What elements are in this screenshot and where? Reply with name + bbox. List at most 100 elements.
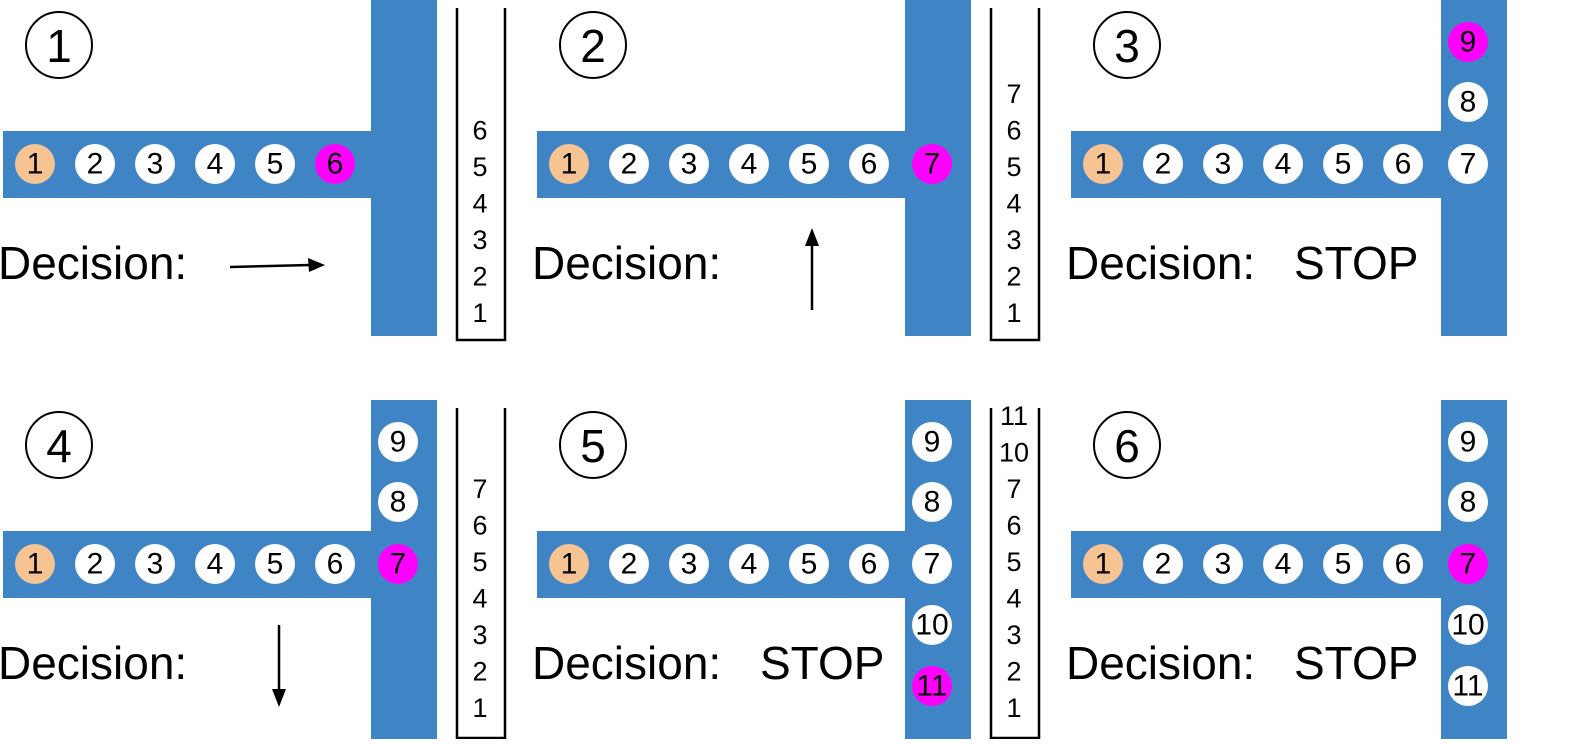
maze-node-label: 3 [1215,148,1232,181]
step-number-badge [559,411,627,479]
up-arrow-icon [805,228,819,246]
maze-node-6 [315,544,355,584]
step-number: 4 [46,420,72,472]
maze-node-label: 2 [87,148,104,181]
maze-node-5 [789,144,829,184]
maze-node-label: 9 [1460,26,1477,59]
stack-container [455,8,507,342]
maze-node-5 [255,144,295,184]
stack-container [455,408,507,740]
maze-node-label: 8 [924,486,941,519]
maze-node-2 [609,544,649,584]
stack-item: 3 [1006,225,1021,255]
maze-node-label: 9 [1460,426,1477,459]
decision-label: Decision: [1066,237,1255,289]
maze-node-4 [729,144,769,184]
right-arrow-shaft [229,263,311,269]
stack-item: 3 [472,225,487,255]
maze-node-label: 8 [1460,86,1477,119]
maze-node-1 [549,144,589,184]
maze-node-label: 6 [861,548,878,581]
stack-item: 7 [1006,474,1021,504]
decision-label: Decision: [532,637,721,689]
maze-node-8 [1448,482,1488,522]
maze-node-label: 5 [267,548,284,581]
stack-item: 10 [999,438,1029,468]
maze-node-1 [15,544,55,584]
stack-item: 7 [472,474,487,504]
maze-node-label: 4 [207,148,224,181]
stack-item: 3 [472,620,487,650]
maze-node-3 [1203,544,1243,584]
maze-node-10 [1448,605,1488,645]
step-number-badge [25,411,93,479]
maze-node-4 [729,544,769,584]
stack-item: 4 [472,189,487,219]
maze-node-5 [255,544,295,584]
maze-node-label: 2 [87,548,104,581]
maze-node-7 [1448,144,1488,184]
stack-item: 5 [472,547,487,577]
maze-node-label: 7 [1460,548,1477,581]
stack-item: 1 [472,693,487,723]
vertical-corridor [371,0,437,336]
maze-node-5 [789,544,829,584]
maze-node-5 [1323,544,1363,584]
decision-label: Decision: [0,637,187,689]
maze-node-3 [135,144,175,184]
maze-node-label: 9 [924,426,941,459]
maze-node-6 [1383,144,1423,184]
maze-node-label: 4 [207,548,224,581]
stack-item: 5 [472,152,487,182]
stack-item: 2 [1006,262,1021,292]
maze-node-3 [1203,144,1243,184]
stack-item: 2 [1006,657,1021,687]
maze-node-1 [15,144,55,184]
maze-node-label: 10 [1451,609,1484,642]
maze-node-7 [1448,544,1488,584]
stack-item: 2 [472,262,487,292]
maze-node-6 [315,144,355,184]
maze-node-label: 5 [801,148,818,181]
maze-node-11 [1448,666,1488,706]
maze-node-label: 6 [327,148,344,181]
step-number-badge [559,11,627,79]
stack-item: 7 [1006,79,1021,109]
maze-node-2 [1143,544,1183,584]
stack-item: 6 [472,511,487,541]
maze-node-label: 11 [916,670,947,703]
maze-node-11 [912,666,952,706]
maze-node-3 [135,544,175,584]
step-number: 5 [580,420,606,472]
maze-node-5 [1323,144,1363,184]
stack-item: 6 [472,116,487,146]
stack-container [989,8,1041,342]
maze-node-label: 4 [1275,148,1292,181]
stack-item: 1 [1006,693,1021,723]
maze-node-label: 1 [561,548,578,581]
step-number: 1 [46,20,72,72]
maze-node-1 [1083,144,1123,184]
maze-node-label: 5 [1335,548,1352,581]
maze-node-label: 3 [147,548,164,581]
step-number: 2 [580,20,606,72]
maze-node-label: 7 [390,548,407,581]
stack-item: 3 [1006,620,1021,650]
maze-node-9 [1448,22,1488,62]
stack-item: 1 [472,298,487,328]
maze-node-label: 1 [27,148,44,181]
decision-value: STOP [760,637,884,689]
maze-node-label: 1 [27,548,44,581]
maze-node-label: 2 [621,548,638,581]
stack-item: 11 [1000,401,1028,431]
maze-node-3 [669,544,709,584]
maze-node-label: 9 [390,426,407,459]
maze-node-label: 5 [801,548,818,581]
maze-node-label: 3 [681,148,698,181]
maze-node-label: 4 [741,148,758,181]
